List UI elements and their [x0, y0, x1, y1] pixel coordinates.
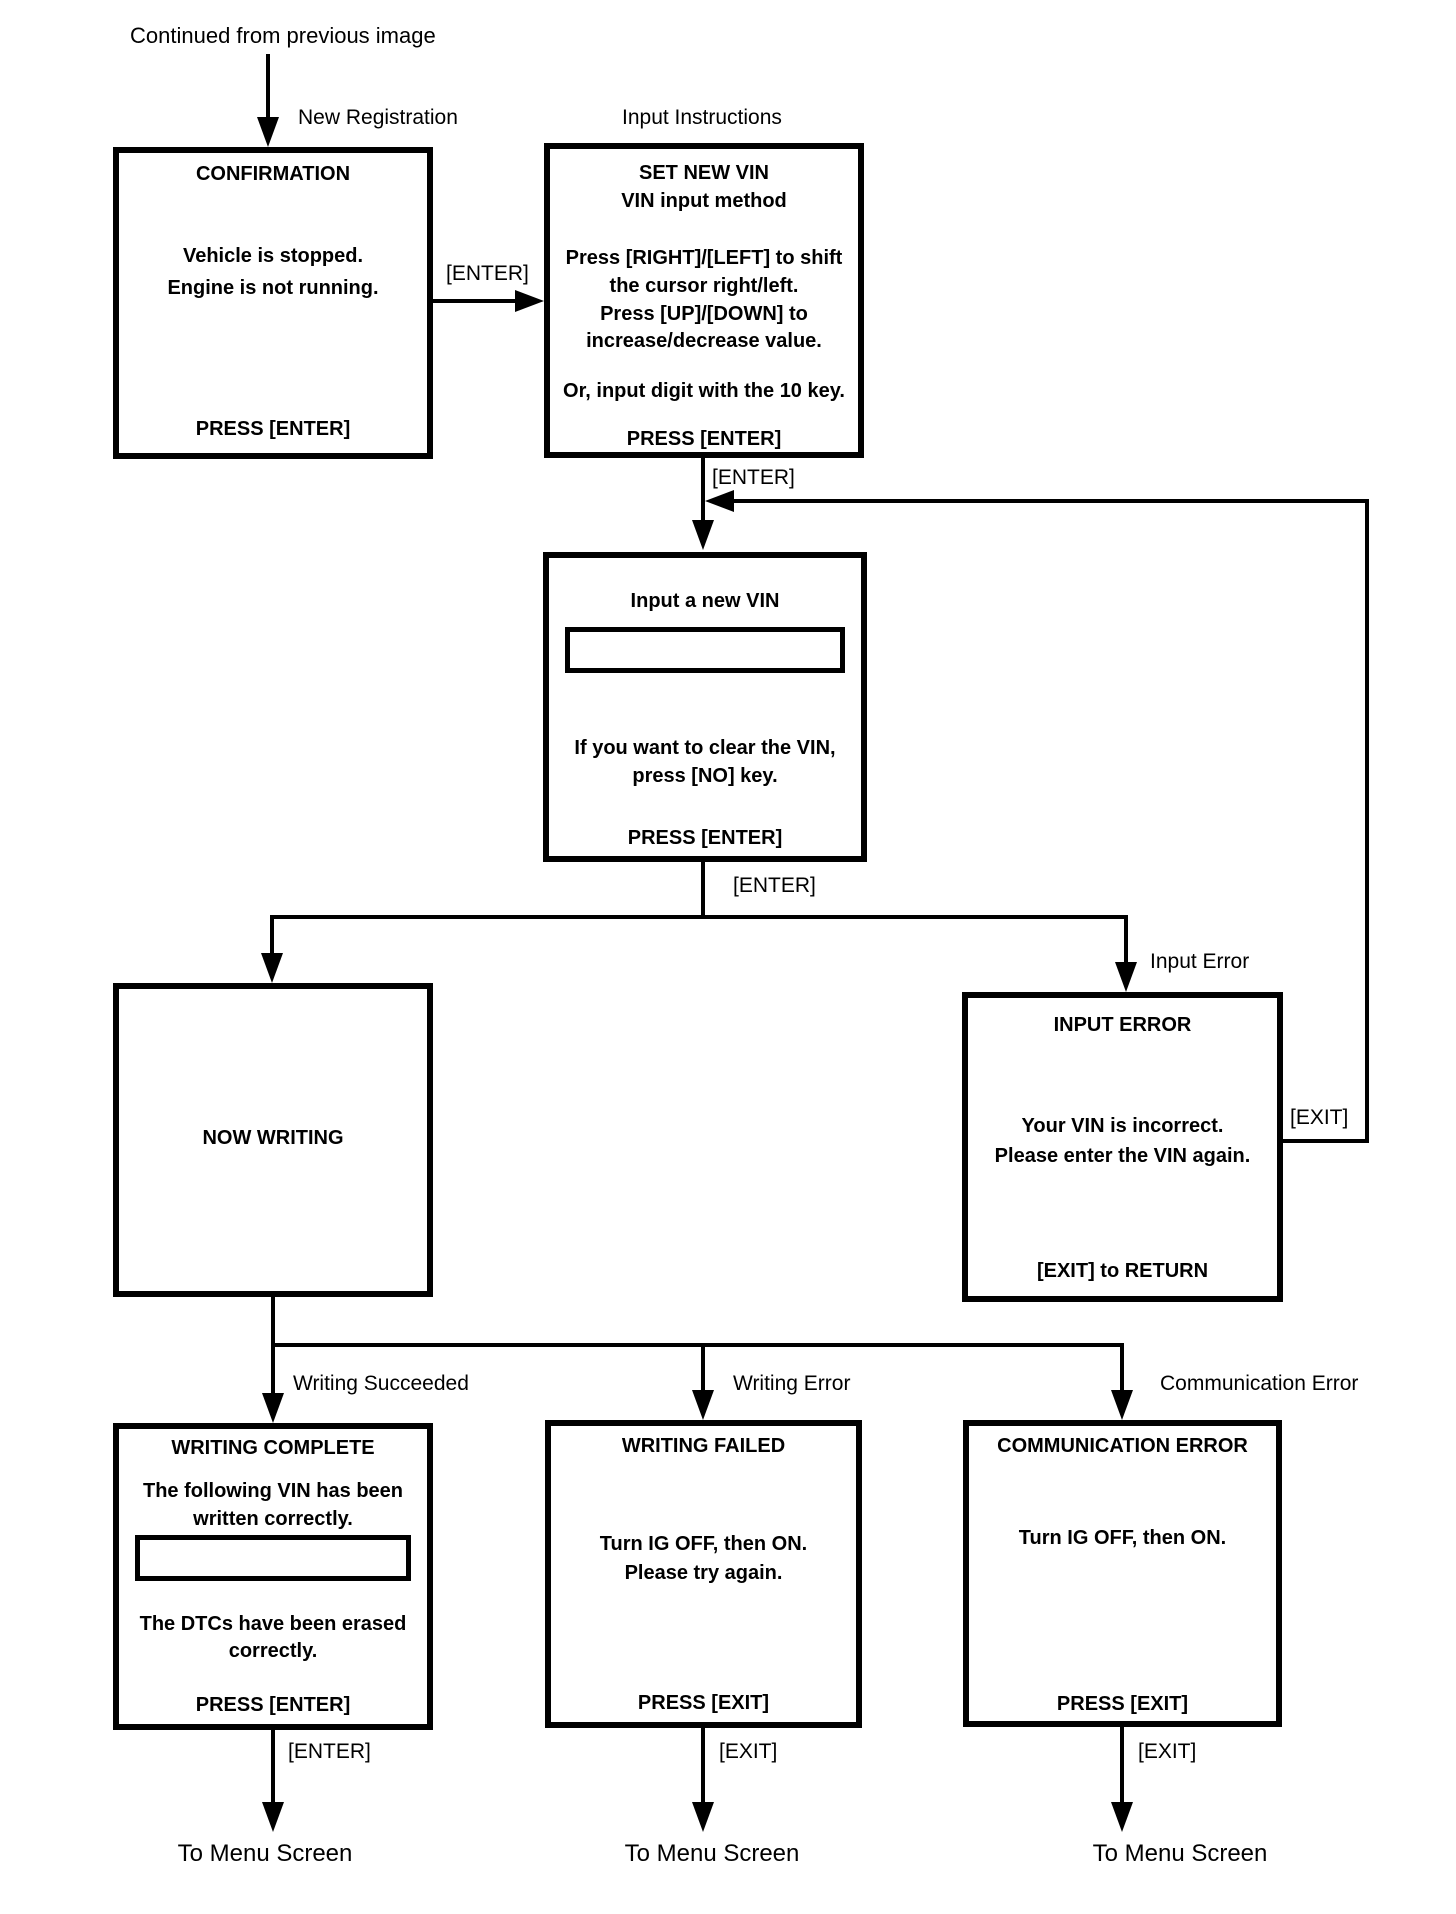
box-title: COMMUNICATION ERROR [997, 1435, 1248, 1457]
arrowhead-down-icon [692, 520, 714, 550]
exit-label: [EXIT] [719, 1740, 778, 1763]
box-now-writing: NOW WRITING [113, 983, 433, 1297]
input-instructions-label: Input Instructions [622, 106, 782, 129]
box-line: correctly. [228, 1640, 318, 1662]
vin-input-field [565, 627, 845, 673]
box-action: PRESS [ENTER] [627, 827, 783, 849]
new-registration-label: New Registration [298, 106, 458, 129]
connector-line [1124, 915, 1128, 964]
box-line: The DTCs have been erased [139, 1613, 407, 1635]
connector-line [1365, 499, 1369, 1143]
box-line: press [NO] key. [632, 765, 778, 787]
box-line: Press [RIGHT]/[LEFT] to shift [565, 247, 843, 269]
connector-line [1120, 1343, 1124, 1392]
writing-succeeded-label: Writing Succeeded [293, 1372, 469, 1395]
box-line: Please enter the VIN again. [994, 1145, 1251, 1167]
box-confirmation: CONFIRMATION Vehicle is stopped. Engine … [113, 147, 433, 459]
box-line: Press [UP]/[DOWN] to [600, 303, 808, 325]
box-subtitle: VIN input method [621, 190, 787, 212]
vin-display-field [135, 1535, 411, 1581]
enter-label: [ENTER] [446, 262, 529, 285]
arrowhead-right-icon [515, 290, 544, 312]
connector-line [701, 1343, 705, 1392]
connector-line [266, 54, 270, 124]
enter-label: [ENTER] [288, 1740, 371, 1763]
box-action: PRESS [EXIT] [1056, 1693, 1189, 1715]
connector-line [731, 499, 1369, 503]
connector-line [271, 1343, 1124, 1347]
box-writing-failed: WRITING FAILED Turn IG OFF, then ON. Ple… [545, 1420, 862, 1728]
box-line: Engine is not running. [167, 277, 379, 299]
box-title: WRITING FAILED [621, 1435, 786, 1457]
box-line: Or, input digit with the 10 key. [563, 380, 845, 402]
box-line: the cursor right/left. [609, 275, 799, 297]
connector-line [1283, 1139, 1369, 1143]
box-action: PRESS [ENTER] [626, 428, 782, 450]
continued-from-label: Continued from previous image [130, 23, 436, 48]
connector-line [433, 299, 521, 303]
box-action: PRESS [ENTER] [195, 1694, 351, 1716]
box-title: CONFIRMATION [195, 163, 351, 185]
to-menu-screen-label: To Menu Screen [624, 1840, 800, 1867]
writing-error-label: Writing Error [733, 1372, 851, 1395]
arrowhead-down-icon [692, 1390, 714, 1420]
box-writing-complete: WRITING COMPLETE The following VIN has b… [113, 1423, 433, 1730]
connector-line [701, 458, 705, 524]
box-input-vin: Input a new VIN If you want to clear the… [543, 552, 867, 862]
connector-line [271, 1730, 275, 1804]
connector-line [701, 1728, 705, 1804]
box-set-new-vin: SET NEW VIN VIN input method Press [RIGH… [544, 143, 864, 458]
arrowhead-down-icon [261, 953, 283, 983]
exit-label: [EXIT] [1290, 1106, 1349, 1129]
box-input-error: INPUT ERROR Your VIN is incorrect. Pleas… [962, 992, 1283, 1302]
enter-label: [ENTER] [733, 874, 816, 897]
box-line: Vehicle is stopped. [182, 245, 364, 267]
connector-line [701, 862, 705, 919]
box-line: Turn IG OFF, then ON. [1018, 1527, 1227, 1549]
box-title: Input a new VIN [630, 590, 780, 612]
arrowhead-down-icon [257, 117, 279, 147]
box-line: Turn IG OFF, then ON. [599, 1533, 808, 1555]
box-title: SET NEW VIN [638, 162, 769, 184]
box-line: increase/decrease value. [586, 330, 822, 352]
box-line: written correctly. [193, 1508, 353, 1530]
box-action: PRESS [EXIT] [637, 1692, 770, 1714]
to-menu-screen-label: To Menu Screen [177, 1840, 353, 1867]
to-menu-screen-label: To Menu Screen [1092, 1840, 1268, 1867]
arrowhead-down-icon [262, 1393, 284, 1423]
arrowhead-left-icon [705, 490, 734, 512]
box-title: WRITING COMPLETE [171, 1437, 375, 1459]
box-communication-error: COMMUNICATION ERROR Turn IG OFF, then ON… [963, 1420, 1282, 1727]
input-error-branch-label: Input Error [1150, 950, 1250, 973]
arrowhead-down-icon [692, 1802, 714, 1832]
box-title: INPUT ERROR [1053, 1014, 1192, 1036]
box-title: NOW WRITING [202, 1127, 344, 1149]
arrowhead-down-icon [262, 1802, 284, 1832]
box-action: PRESS [ENTER] [195, 418, 351, 440]
arrowhead-down-icon [1115, 962, 1137, 992]
box-action: [EXIT] to RETURN [1036, 1260, 1209, 1282]
communication-error-label: Communication Error [1160, 1372, 1359, 1395]
arrowhead-down-icon [1111, 1802, 1133, 1832]
arrowhead-down-icon [1111, 1390, 1133, 1420]
box-line: If you want to clear the VIN, [574, 737, 836, 759]
box-line: Please try again. [624, 1562, 783, 1584]
box-line: The following VIN has been [142, 1480, 404, 1502]
enter-label: [ENTER] [712, 466, 795, 489]
box-line: Your VIN is incorrect. [1021, 1115, 1224, 1137]
connector-line [1120, 1727, 1124, 1804]
connector-line [270, 915, 1128, 919]
exit-label: [EXIT] [1138, 1740, 1197, 1763]
connector-line [270, 915, 274, 955]
